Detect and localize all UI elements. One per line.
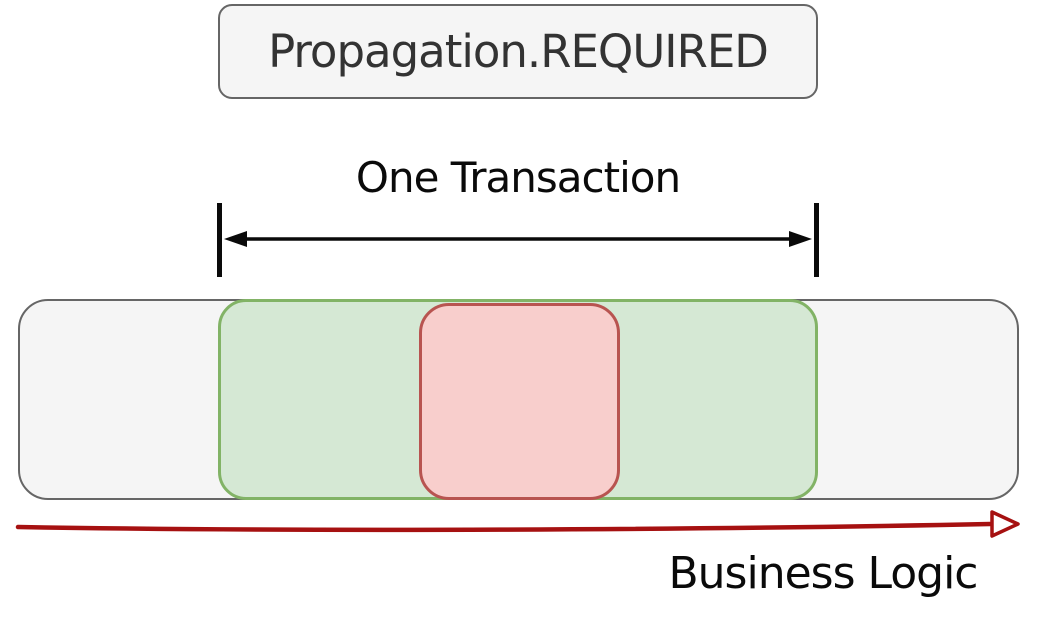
axis-label: Business Logic	[668, 548, 978, 599]
title-box: Propagation.REQUIRED	[218, 4, 818, 99]
diagram-title: Propagation.REQUIRED	[268, 25, 769, 78]
red-box	[419, 303, 620, 500]
arrowhead-right-icon	[789, 231, 812, 247]
transaction-span-label: One Transaction	[355, 153, 681, 202]
timeline-line-icon	[15, 521, 993, 533]
timeline-arrowhead-icon	[990, 510, 1020, 538]
arrowhead-left-icon	[224, 231, 247, 247]
